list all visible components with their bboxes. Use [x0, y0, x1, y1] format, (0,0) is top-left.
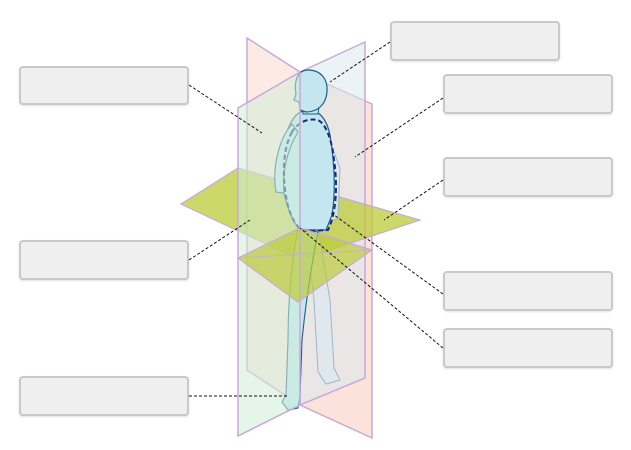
leader-line-0	[188, 84, 263, 134]
plane-intersection-line	[237, 249, 373, 259]
label-box-upper-right[interactable]	[443, 74, 613, 114]
label-box-lower-left[interactable]	[19, 376, 189, 416]
label-box-upper-left[interactable]	[19, 66, 189, 105]
leader-line-4	[354, 97, 444, 158]
label-box-middle-right[interactable]	[443, 157, 613, 197]
label-box-middle-left[interactable]	[19, 240, 189, 280]
leader-line-1	[188, 219, 251, 261]
leader-line-5	[383, 179, 444, 221]
label-box-top-right[interactable]	[390, 21, 560, 61]
label-box-lower-right[interactable]	[443, 271, 613, 311]
label-box-bottom-right[interactable]	[443, 328, 613, 368]
leader-lines	[188, 41, 444, 397]
leader-line-3	[329, 41, 391, 83]
leader-line-6	[329, 211, 444, 295]
leader-line-7	[299, 227, 444, 349]
